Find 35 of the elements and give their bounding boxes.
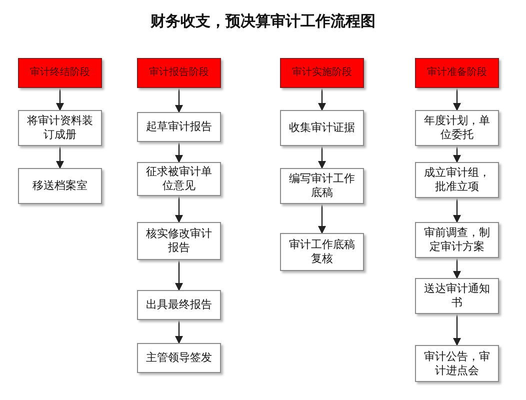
arrow xyxy=(175,260,183,291)
stage-header-box: 审计准备阶段 xyxy=(415,58,499,88)
arrow xyxy=(175,320,183,344)
arrow xyxy=(318,204,326,234)
process-box: 年度计划，单位委托 xyxy=(415,110,499,146)
arrow xyxy=(453,146,461,163)
arrow xyxy=(175,142,183,163)
title: 财务收支，预决算审计工作流程图 xyxy=(150,12,376,31)
process-box: 移送档案室 xyxy=(18,168,102,204)
process-box: 审计工作底稿复核 xyxy=(280,233,364,271)
arrow xyxy=(453,88,461,111)
process-box: 起草审计报告 xyxy=(137,112,221,142)
stage-header-box: 审计终结阶段 xyxy=(18,58,102,88)
arrow xyxy=(453,258,461,279)
arrow xyxy=(56,146,64,169)
stage-header-box: 审计实施阶段 xyxy=(280,58,364,88)
process-box: 征求被审计单位意见 xyxy=(137,162,221,196)
arrow xyxy=(175,88,183,113)
process-box: 审前调查，制定审计方案 xyxy=(415,222,499,258)
process-box: 出具最终报告 xyxy=(137,290,221,320)
process-box: 核实修改审计报告 xyxy=(137,222,221,260)
arrow xyxy=(318,146,326,169)
process-box: 主管领导签发 xyxy=(137,343,221,373)
process-box: 编写审计工作底稿 xyxy=(280,168,364,204)
arrow xyxy=(318,88,326,111)
process-box: 将审计资料装订成册 xyxy=(18,110,102,146)
stage-header-box: 审计报告阶段 xyxy=(137,58,221,88)
process-box: 成立审计组，批准立项 xyxy=(415,162,499,198)
process-box: 收集审计证据 xyxy=(280,110,364,146)
process-box: 审计公告，审计进点会 xyxy=(415,345,499,382)
arrow xyxy=(453,198,461,223)
arrow xyxy=(175,196,183,223)
process-box: 送达审计通知书 xyxy=(415,278,499,314)
arrow xyxy=(453,314,461,346)
arrow xyxy=(56,88,64,111)
